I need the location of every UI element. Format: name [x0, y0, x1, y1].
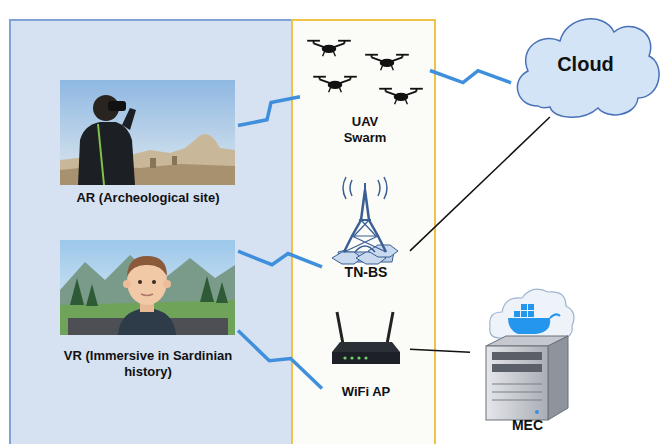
mec-server-part: [535, 410, 539, 414]
mec-server-part: [492, 352, 542, 360]
mec-server-part: [521, 304, 527, 310]
mec-server-part: [492, 384, 542, 385]
vr-photo-part: [123, 280, 131, 288]
ar-photo-part: [172, 156, 177, 165]
node-caption: AR (Archeological site): [58, 190, 238, 206]
mec-server-part: [492, 364, 542, 372]
vr-photo-part: [118, 308, 176, 335]
wireless-link: [238, 97, 300, 126]
vr-photo-part: [141, 294, 153, 296]
node-caption: UAV Swarm: [335, 114, 395, 146]
edge-panel: [10, 20, 292, 444]
node-caption: VR (Immersive in Sardinian history): [59, 348, 237, 380]
wifi-ap-node: WiFi AP: [322, 306, 410, 402]
base-station-tower-part: [344, 190, 386, 252]
wifi-router-part: [343, 356, 346, 359]
ar-photo-part: [78, 122, 135, 185]
mec-server-part: [528, 311, 534, 317]
mec-server-part: [492, 392, 542, 393]
uav-node: UAV Swarm: [300, 34, 430, 148]
node-caption: MEC: [470, 417, 585, 434]
vr-photo-part: [138, 280, 142, 284]
ar-photo-part: [122, 108, 136, 130]
ar-photo: [60, 80, 235, 185]
wifi-router-part: [357, 356, 360, 359]
cloud-node: Cloud: [508, 8, 663, 123]
vr-photo-part: [200, 276, 214, 302]
ar-photo-part: [150, 158, 156, 168]
mec-server-part: [492, 400, 542, 401]
wifi-router-part: [387, 312, 393, 344]
base-station-tower-part: [343, 177, 346, 199]
wifi-router-part: [350, 356, 353, 359]
ar-photo-part: [60, 80, 235, 185]
wired-link: [410, 117, 550, 251]
base-station-node: TN-BS: [322, 176, 410, 283]
vr-photo-part: [70, 278, 84, 305]
wired-link: [410, 349, 470, 352]
wireless-link: [430, 71, 511, 83]
vr-image-node: VR (Immersive in Sardinian history): [58, 238, 238, 385]
wireless-link: [238, 331, 322, 389]
drone-swarm-part: [307, 41, 351, 56]
base-station-tower-part: [355, 246, 375, 252]
wifi-router-part: [332, 352, 400, 364]
base-station-tower: [332, 177, 398, 264]
mec-server-part: [514, 311, 520, 317]
base-station-tower-part: [344, 220, 386, 252]
mec-server: [486, 289, 574, 420]
wifi-router-part: [364, 356, 367, 359]
base-station-tower-part: [378, 180, 380, 196]
vr-photo-part: [127, 256, 167, 276]
mec-node: MEC: [470, 283, 585, 437]
vr-photo-part: [152, 280, 156, 284]
ar-photo-part: [108, 101, 126, 111]
mec-server-part: [486, 346, 548, 420]
wifi-router: [332, 312, 400, 364]
vr-photo-part: [86, 284, 98, 306]
mec-server-part: [508, 318, 550, 334]
vr-photo: [60, 240, 235, 335]
mec-server-part: [521, 311, 527, 317]
mec-server-part: [490, 289, 574, 338]
vr-photo-part: [60, 240, 235, 335]
wireless-link: [238, 251, 322, 267]
vr-photo-part: [163, 280, 171, 288]
cloud-label: Cloud: [511, 52, 661, 76]
wifi-router-part: [332, 342, 400, 364]
mec-server-part: [550, 314, 560, 318]
edge-panel-part: [10, 20, 292, 444]
ar-photo-part: [98, 124, 104, 185]
drone-swarm-part: [379, 89, 423, 104]
mec-server-part: [528, 304, 534, 310]
base-station-tower-part: [384, 177, 387, 199]
ar-image-node: AR (Archeological site): [58, 78, 238, 210]
base-station-tower-part: [350, 180, 352, 196]
vr-photo-part: [60, 255, 235, 335]
base-station-tower-part: [364, 183, 366, 192]
mec-server-part: [548, 336, 568, 420]
drone-swarm: [307, 41, 423, 104]
drone-swarm-part: [365, 55, 409, 70]
base-station-tower-part: [359, 219, 371, 221]
drone-swarm-part: [313, 77, 357, 92]
wifi-router-part: [337, 312, 343, 344]
vr-photo-part: [216, 282, 228, 303]
node-caption: WiFi AP: [322, 384, 410, 400]
node-caption: TN-BS: [322, 264, 410, 281]
